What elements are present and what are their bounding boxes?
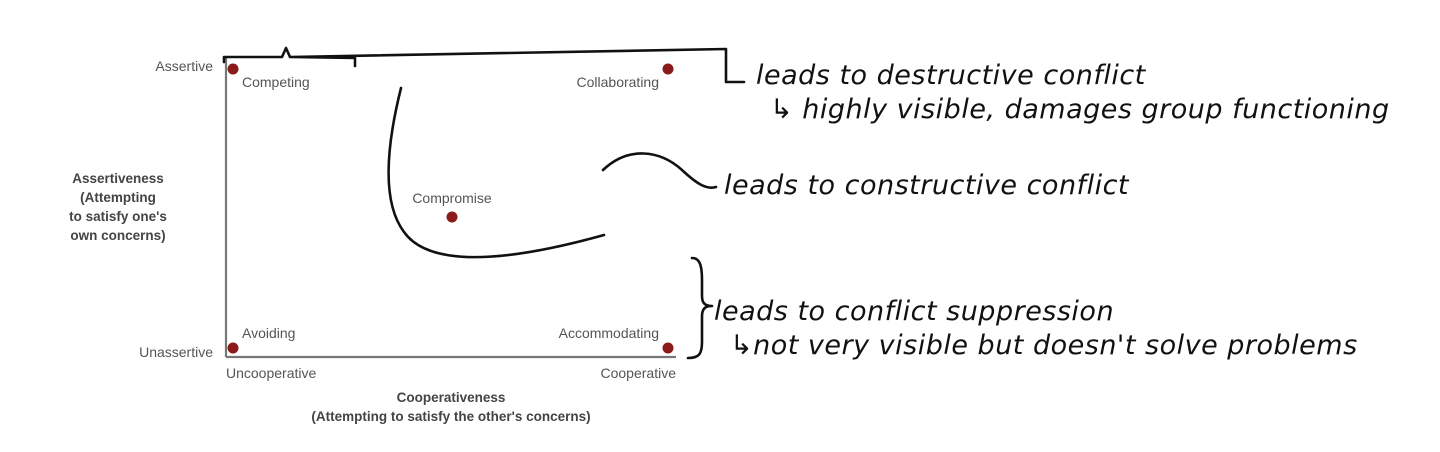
y-axis-title: Assertiveness (Attempting to satisfy one…: [69, 171, 167, 243]
x-axis-left-label: Uncooperative: [226, 365, 316, 381]
destructive-annotation: leads to destructive conflict: [756, 60, 1147, 91]
top-bracket: [222, 46, 746, 84]
y-axis-top-label: Assertive: [155, 58, 213, 74]
suppression-detail-annotation: ↳not very visible but doesn't solve prob…: [730, 330, 1358, 361]
compromise-dot: [446, 211, 458, 223]
x-axis-title-line: Cooperativeness: [397, 390, 506, 405]
suppression-annotation: leads to conflict suppression: [714, 296, 1114, 327]
suppression-brace: [686, 256, 714, 360]
constructive-annotation: leads to constructive conflict: [724, 170, 1130, 201]
accommodating-dot: [662, 342, 674, 354]
destructive-detail-annotation: ↳ highly visible, damages group function…: [770, 94, 1390, 125]
competing-label: Competing: [242, 74, 310, 90]
collaborating-dot: [662, 63, 674, 75]
y-axis-title-line: to satisfy one's: [69, 209, 167, 224]
x-axis-title: Cooperativeness (Attempting to satisfy t…: [311, 390, 590, 424]
collaborating-label: Collaborating: [577, 74, 660, 90]
x-axis-title-line: (Attempting to satisfy the other's conce…: [311, 409, 590, 424]
avoiding-dot: [227, 342, 239, 354]
compromise-label: Compromise: [412, 190, 492, 206]
constructive-curve: [387, 86, 606, 259]
constructive-pointer: [601, 152, 718, 189]
accommodating-label: Accommodating: [559, 325, 659, 341]
y-axis-title-line: (Attempting: [80, 190, 156, 205]
y-axis-bottom-label: Unassertive: [139, 344, 213, 360]
x-axis-right-label: Cooperative: [601, 365, 677, 381]
y-axis-title-line: own concerns): [70, 228, 165, 243]
competing-dot: [227, 63, 239, 75]
avoiding-label: Avoiding: [242, 325, 295, 341]
y-axis-title-line: Assertiveness: [72, 171, 164, 186]
